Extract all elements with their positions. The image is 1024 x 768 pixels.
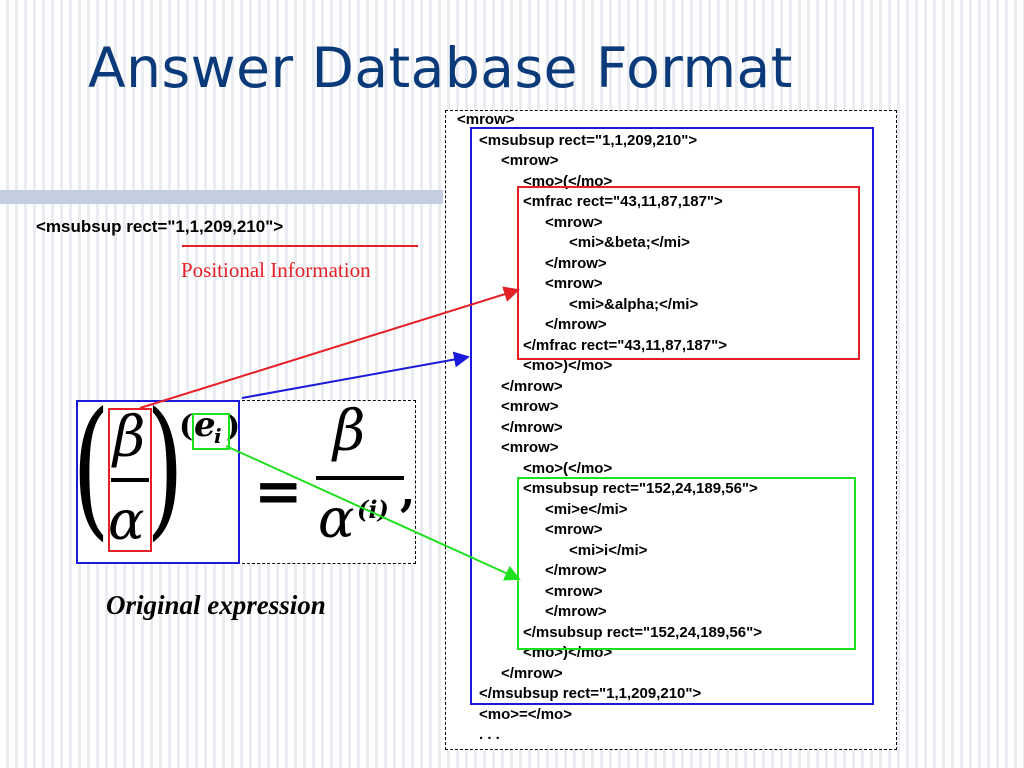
xml-line: </mrow>	[501, 377, 563, 395]
green-connector-arrow	[225, 445, 521, 581]
xml-line: <mrow>	[501, 152, 559, 169]
xml-line: </mrow>	[501, 418, 563, 436]
fraction-numerator-beta: β	[113, 405, 146, 470]
xml-line: </mrow>	[501, 664, 563, 682]
xml-line: </mfrac rect="43,11,87,187">	[523, 336, 727, 354]
xml-line: </mrow>	[545, 316, 607, 333]
mfrac-box	[517, 186, 860, 360]
xml-line: <msubsup rect="152,24,189,56">	[523, 480, 758, 497]
xml-line: </msubsup rect="152,24,189,56">	[523, 623, 762, 641]
trailing-comma: ,	[400, 466, 416, 517]
xml-line: <msubsup rect="1,1,209,210">	[479, 131, 698, 149]
positional-info-label: Positional Information	[181, 258, 371, 282]
xml-line: <mo>(</mo>	[523, 172, 613, 190]
superscript-e: e	[194, 405, 216, 445]
blue-connector-arrow	[241, 351, 470, 399]
xml-line: </mrow>	[545, 562, 607, 579]
open-paren: (	[72, 381, 111, 555]
xml-line: <mfrac rect="43,11,87,187">	[523, 193, 723, 210]
xml-line: </msubsup rect="1,1,209,210">	[479, 685, 702, 702]
title-divider	[0, 190, 443, 204]
rhs-numerator-beta: β	[333, 399, 366, 464]
expression-superscript-box	[192, 413, 230, 450]
msubsup-outer-box	[470, 127, 874, 705]
xml-panel	[445, 110, 897, 750]
xml-line: <mo>(</mo>	[523, 459, 613, 477]
xml-line: <mrow>	[457, 111, 515, 128]
msubsup-label: <msubsup rect="1,1,209,210">	[36, 217, 284, 236]
xml-line: <mrow>	[545, 521, 603, 538]
fraction-bar	[111, 478, 149, 482]
rhs-fraction-bar	[316, 476, 404, 480]
xml-line: <mi>i</mi>	[569, 541, 648, 559]
xml-line: <mi>&alpha;</mi>	[569, 295, 699, 313]
xml-line: <mrow>	[545, 213, 603, 231]
positional-info-line	[182, 245, 418, 247]
subscript-i: i	[214, 424, 222, 448]
superscript-open-paren: (	[179, 409, 194, 444]
xml-line: <mi>&beta;</mi>	[569, 234, 690, 251]
expression-msubsup-box	[76, 400, 240, 564]
expression-frame	[76, 400, 416, 564]
msubsup-inner-box	[517, 477, 856, 650]
xml-line: <mrow>	[545, 275, 603, 292]
expression-fraction-box	[108, 408, 152, 552]
xml-line: <mrow>	[545, 582, 603, 600]
xml-code-listing: <mrow> <msubsup rect="1,1,209,210"> <mrow>…	[445, 110, 895, 746]
original-expression-caption: Original expression	[106, 590, 326, 620]
slide-title: Answer Database Format	[88, 36, 793, 100]
xml-line: </mrow>	[545, 603, 607, 620]
xml-line: <mi>e</mi>	[545, 500, 628, 518]
xml-line: . . .	[479, 726, 500, 743]
xml-line: <mrow>	[501, 439, 559, 456]
xml-line: <mo>=</mo>	[479, 705, 572, 723]
xml-line: <mo>)</mo>	[523, 357, 613, 374]
xml-line: <mrow>	[501, 398, 559, 415]
xml-line: </mrow>	[545, 254, 607, 272]
equals-sign: =	[254, 457, 303, 525]
fraction-denominator-alpha: α	[108, 489, 145, 552]
red-connector-arrow	[139, 286, 520, 409]
close-paren: )	[146, 381, 185, 555]
